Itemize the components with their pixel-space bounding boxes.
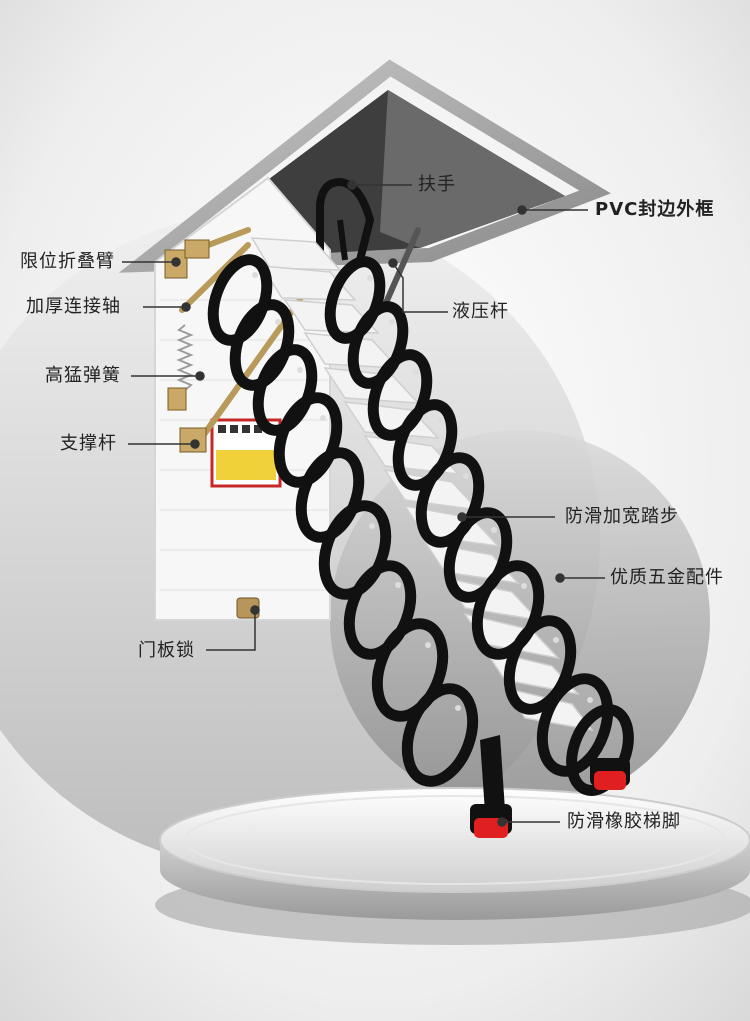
platform-top <box>159 787 750 893</box>
ladder-scissor-loops <box>207 254 634 796</box>
label-spring: 高猛弹簧 <box>45 365 121 386</box>
label-limit-arm: 限位折叠臂 <box>20 251 115 272</box>
hinge-block-2 <box>184 239 210 259</box>
label-hydraulic-rod: 液压杆 <box>452 301 509 322</box>
spring-mount <box>167 387 187 411</box>
label-hardware: 优质五金配件 <box>610 567 724 588</box>
rubber-foot-right <box>590 758 630 790</box>
label-door-lock: 门板锁 <box>138 640 195 661</box>
hydraulic-rod <box>382 227 421 308</box>
handrail <box>316 178 374 264</box>
spring <box>176 324 194 391</box>
label-anti-slip-step: 防滑加宽踏步 <box>565 506 679 527</box>
platform-ring <box>184 795 726 885</box>
pvc-frame <box>118 59 611 273</box>
ladder-base-post <box>480 735 505 812</box>
background-circle-small <box>330 430 710 810</box>
label-pvc-frame: PVC封边外框 <box>595 199 715 220</box>
ladder-rivets <box>252 272 593 711</box>
label-thick-shaft: 加厚连接轴 <box>26 296 121 317</box>
label-support-rod: 支撑杆 <box>60 433 117 454</box>
pointer-lines <box>122 180 605 827</box>
handrail-brace <box>337 219 348 261</box>
label-handrail: 扶手 <box>418 174 456 195</box>
label-rubber-foot: 防滑橡胶梯脚 <box>567 811 681 832</box>
warning-sticker-yellow <box>216 450 276 480</box>
